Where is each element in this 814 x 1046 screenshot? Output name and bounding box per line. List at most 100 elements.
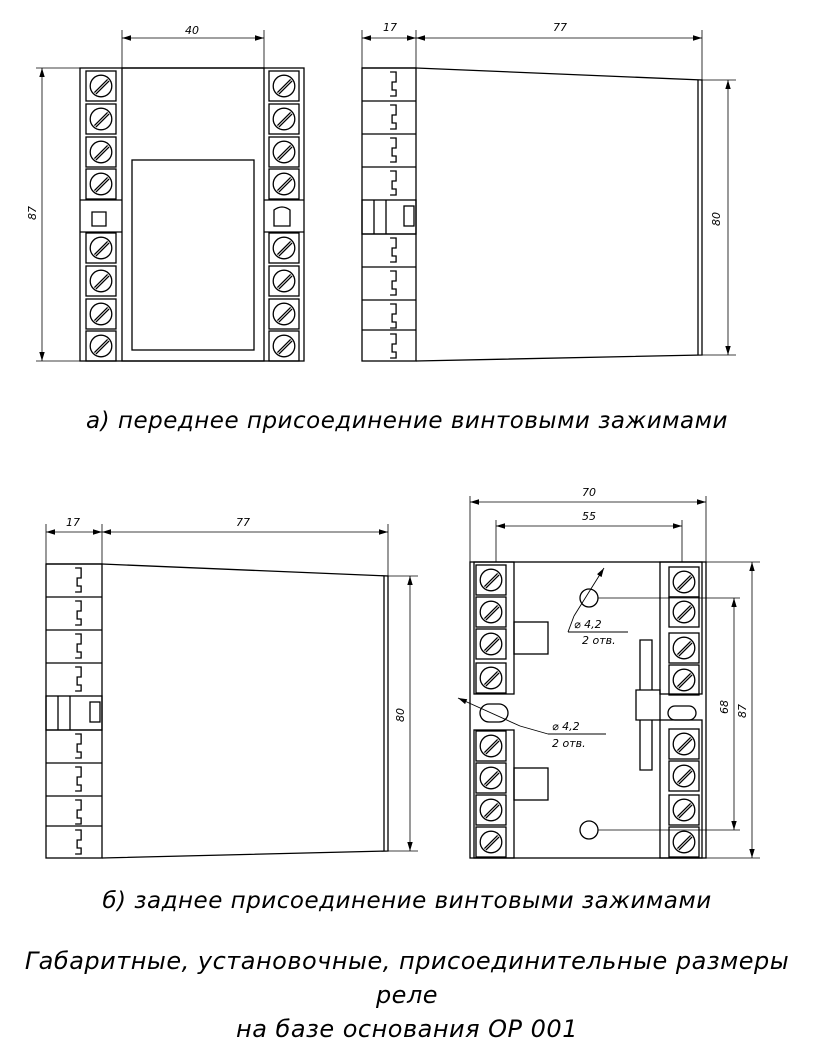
technical-drawing: 40 87 17 77 80 xyxy=(26,21,760,859)
rear-tab-upper xyxy=(513,621,549,655)
terminal-cell xyxy=(85,232,117,264)
screw-icon xyxy=(272,107,296,131)
rear-screw-terminals-right xyxy=(668,566,700,858)
mount-hole-lower xyxy=(579,820,599,840)
screw-icon xyxy=(89,236,113,260)
screw-icon xyxy=(272,236,296,260)
terminal-slot xyxy=(75,799,82,825)
terminal-cell xyxy=(475,662,507,694)
latch-left xyxy=(91,211,107,227)
screw-icon xyxy=(479,666,503,690)
terminal-cell xyxy=(475,762,507,794)
terminal-cell xyxy=(85,136,117,168)
screw-icon xyxy=(272,269,296,293)
terminal-cell xyxy=(85,298,117,330)
terminal-slot xyxy=(390,333,397,359)
dim-label-87-b: 87 xyxy=(736,704,749,718)
terminal-cell xyxy=(268,330,300,362)
screw-icon xyxy=(672,600,696,624)
side-body-outline xyxy=(415,67,703,362)
side-terminal-block-b xyxy=(45,563,103,859)
dim-label-55: 55 xyxy=(582,510,596,523)
screw-icon xyxy=(272,74,296,98)
side-latch-zone-b xyxy=(45,695,103,731)
dim-label-77-a: 77 xyxy=(553,21,567,34)
caption-b: б) заднее присоединение винтовыми зажима… xyxy=(102,888,712,914)
terminal-cell xyxy=(268,265,300,297)
screw-terminals-right xyxy=(268,70,300,362)
screw-icon xyxy=(672,798,696,822)
screw-icon xyxy=(272,302,296,326)
screw-icon xyxy=(672,830,696,854)
view-a-front xyxy=(36,30,305,362)
terminal-cell xyxy=(475,826,507,858)
terminal-slot xyxy=(75,600,82,626)
screw-icon xyxy=(89,107,113,131)
terminal-cell xyxy=(268,232,300,264)
screw-icon xyxy=(672,732,696,756)
screw-icon xyxy=(672,668,696,692)
screw-icon xyxy=(89,302,113,326)
terminal-slot xyxy=(75,733,82,759)
screw-icon xyxy=(89,140,113,164)
view-a-side xyxy=(361,30,736,362)
screw-icon xyxy=(479,734,503,758)
hole-upper-count: 2 отв. xyxy=(582,634,616,647)
terminal-cell xyxy=(85,70,117,102)
terminal-slot xyxy=(75,829,82,855)
hole-upper-diameter: ⌀ 4,2 xyxy=(574,618,602,631)
terminal-cell xyxy=(268,298,300,330)
terminal-slot xyxy=(75,666,82,692)
terminal-cell xyxy=(668,596,700,628)
terminal-slot xyxy=(390,104,397,130)
rear-outline xyxy=(469,561,707,859)
side-terminal-slots xyxy=(362,67,416,359)
screw-icon xyxy=(672,764,696,788)
terminal-cell xyxy=(668,760,700,792)
drawing-title-line2: на базе основания ОР 001 xyxy=(236,1015,578,1043)
screw-icon xyxy=(479,600,503,624)
terminal-cell xyxy=(268,136,300,168)
dim-label-17-a: 17 xyxy=(383,21,397,34)
screw-icon xyxy=(479,798,503,822)
screw-icon xyxy=(479,568,503,592)
terminal-cell xyxy=(475,730,507,762)
drawing-title-line1: Габаритные, установочные, присоединитель… xyxy=(24,947,790,1009)
terminal-cell xyxy=(85,168,117,200)
dim-label-68: 68 xyxy=(718,700,731,714)
terminal-cell xyxy=(668,826,700,858)
terminal-slot xyxy=(390,270,397,296)
terminal-slot xyxy=(390,303,397,329)
dim-label-70: 70 xyxy=(582,486,596,499)
drawing-title: Габаритные, установочные, присоединитель… xyxy=(0,944,814,1046)
dim-label-80-a: 80 xyxy=(710,212,723,226)
terminal-slot xyxy=(390,237,397,263)
terminal-cell xyxy=(668,632,700,664)
terminal-cell xyxy=(475,628,507,660)
screw-icon xyxy=(272,140,296,164)
rear-screw-terminals-left xyxy=(475,564,507,858)
hole-lower-count: 2 отв. xyxy=(552,737,586,750)
terminal-cell xyxy=(268,103,300,135)
front-body xyxy=(121,67,265,362)
view-b-rear xyxy=(457,496,760,859)
terminal-cell xyxy=(85,265,117,297)
dim-label-87: 87 xyxy=(26,206,39,220)
screw-icon xyxy=(672,570,696,594)
screw-icon xyxy=(89,334,113,358)
rear-latch xyxy=(635,639,661,771)
view-b-side xyxy=(45,524,418,859)
screw-icon xyxy=(272,172,296,196)
dim-label-80-b: 80 xyxy=(394,708,407,722)
rear-slot-right xyxy=(667,705,697,721)
screw-icon xyxy=(479,830,503,854)
caption-a: а) переднее присоединение винтовыми зажи… xyxy=(86,408,728,434)
terminal-cell xyxy=(668,664,700,696)
terminal-slot xyxy=(390,137,397,163)
terminal-slot xyxy=(75,633,82,659)
rear-tab-lower xyxy=(513,767,549,801)
screw-icon xyxy=(89,172,113,196)
dim-label-17-b: 17 xyxy=(66,516,80,529)
screw-icon xyxy=(89,269,113,293)
screw-icon xyxy=(479,766,503,790)
